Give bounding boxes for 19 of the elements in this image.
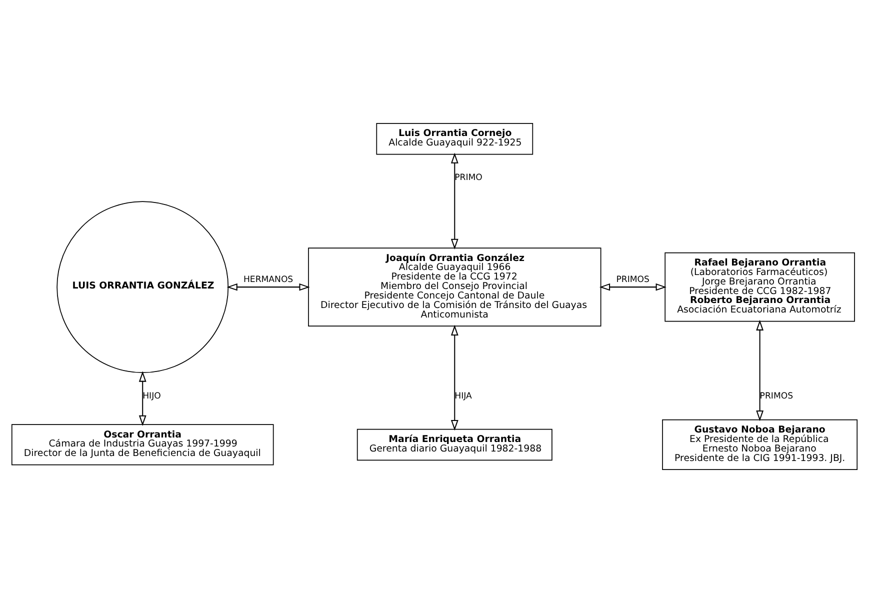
arrow [756, 320, 764, 422]
node-circle: LUIS ORRANTIA GONZÁLEZ [56, 201, 229, 374]
edge-label: PRIMOS [616, 274, 650, 285]
node-box: Luis Orrantia Cornejo Alcalde Guayaquil 922-1925 [376, 123, 534, 155]
node-box: Joaquín Orrantia González Alcalde Guayaquil 1966 Presidente de la CCG 1972 Miembro del Consejo Provincial Presidente Concejo Cantonal de Daule Director Ejecutivo de la Comisión de Tránsito del Guayas Anticomunista [308, 248, 602, 326]
edge-label: HERMANOS [244, 274, 294, 285]
edge-label: PRIMOS [760, 391, 794, 402]
edge-label: HIJA [454, 391, 472, 402]
arrow [138, 371, 146, 426]
node-box: Rafael Bejarano Orrantia (Laboratorios Farmacéuticos) Jorge Brejarano Orrantia Presidente de CCG 1982-1987 Roberto Bejarano Orrantia Asociación Ecuatoriana Automotríz [664, 252, 855, 322]
node-box: Oscar Orrantia Cámara de Industria Guayas 1997-1999 Director de la Junta de Beneficiencia de Guayaquil [11, 424, 274, 466]
arrow [599, 283, 666, 291]
edge-label: PRIMO [454, 173, 482, 184]
node-box: María Enriqueta Orrantia Gerenta diario Guayaquil 1982-1988 [356, 428, 552, 461]
edge-label: HIJO [142, 391, 161, 402]
arrow [450, 152, 458, 250]
arrow [226, 283, 310, 291]
node-box: Gustavo Noboa Bejarano Ex Presidente de la República Ernesto Noboa Bejarano Presidente de la CIG 1991-1993. JBJ. [662, 419, 858, 470]
arrow [450, 324, 458, 431]
